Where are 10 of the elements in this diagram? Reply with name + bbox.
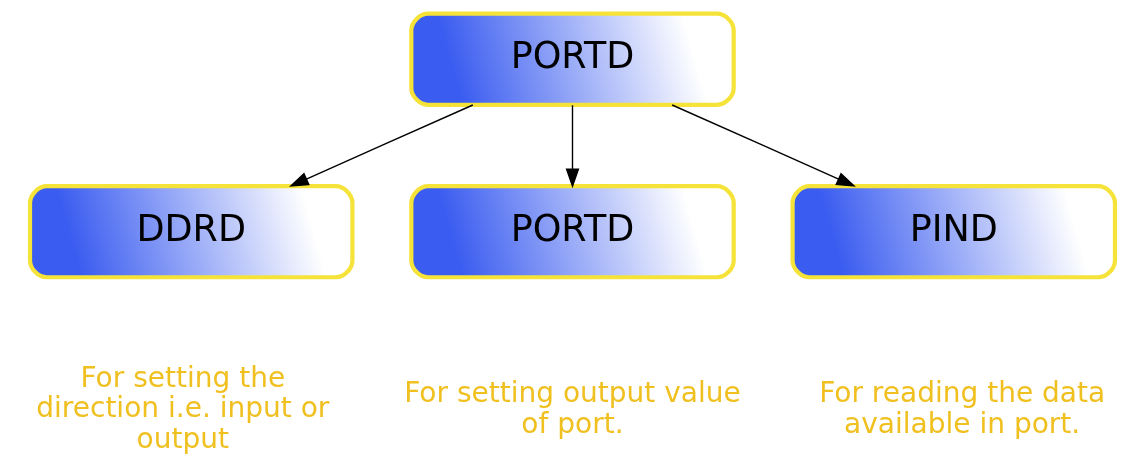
node-box: PORTD [408,184,736,280]
arrow [565,104,579,189]
node-label: For setting the direction i.e. input or output [35,360,329,456]
node-box: PORTD [408,11,736,107]
arrow [670,104,856,187]
arrow [288,104,473,187]
node-label: For setting output value of port. [403,376,741,440]
node-label: For reading the data available in port. [818,376,1105,440]
node-box: PIND [789,184,1117,280]
node-box: DDRD [27,184,355,280]
